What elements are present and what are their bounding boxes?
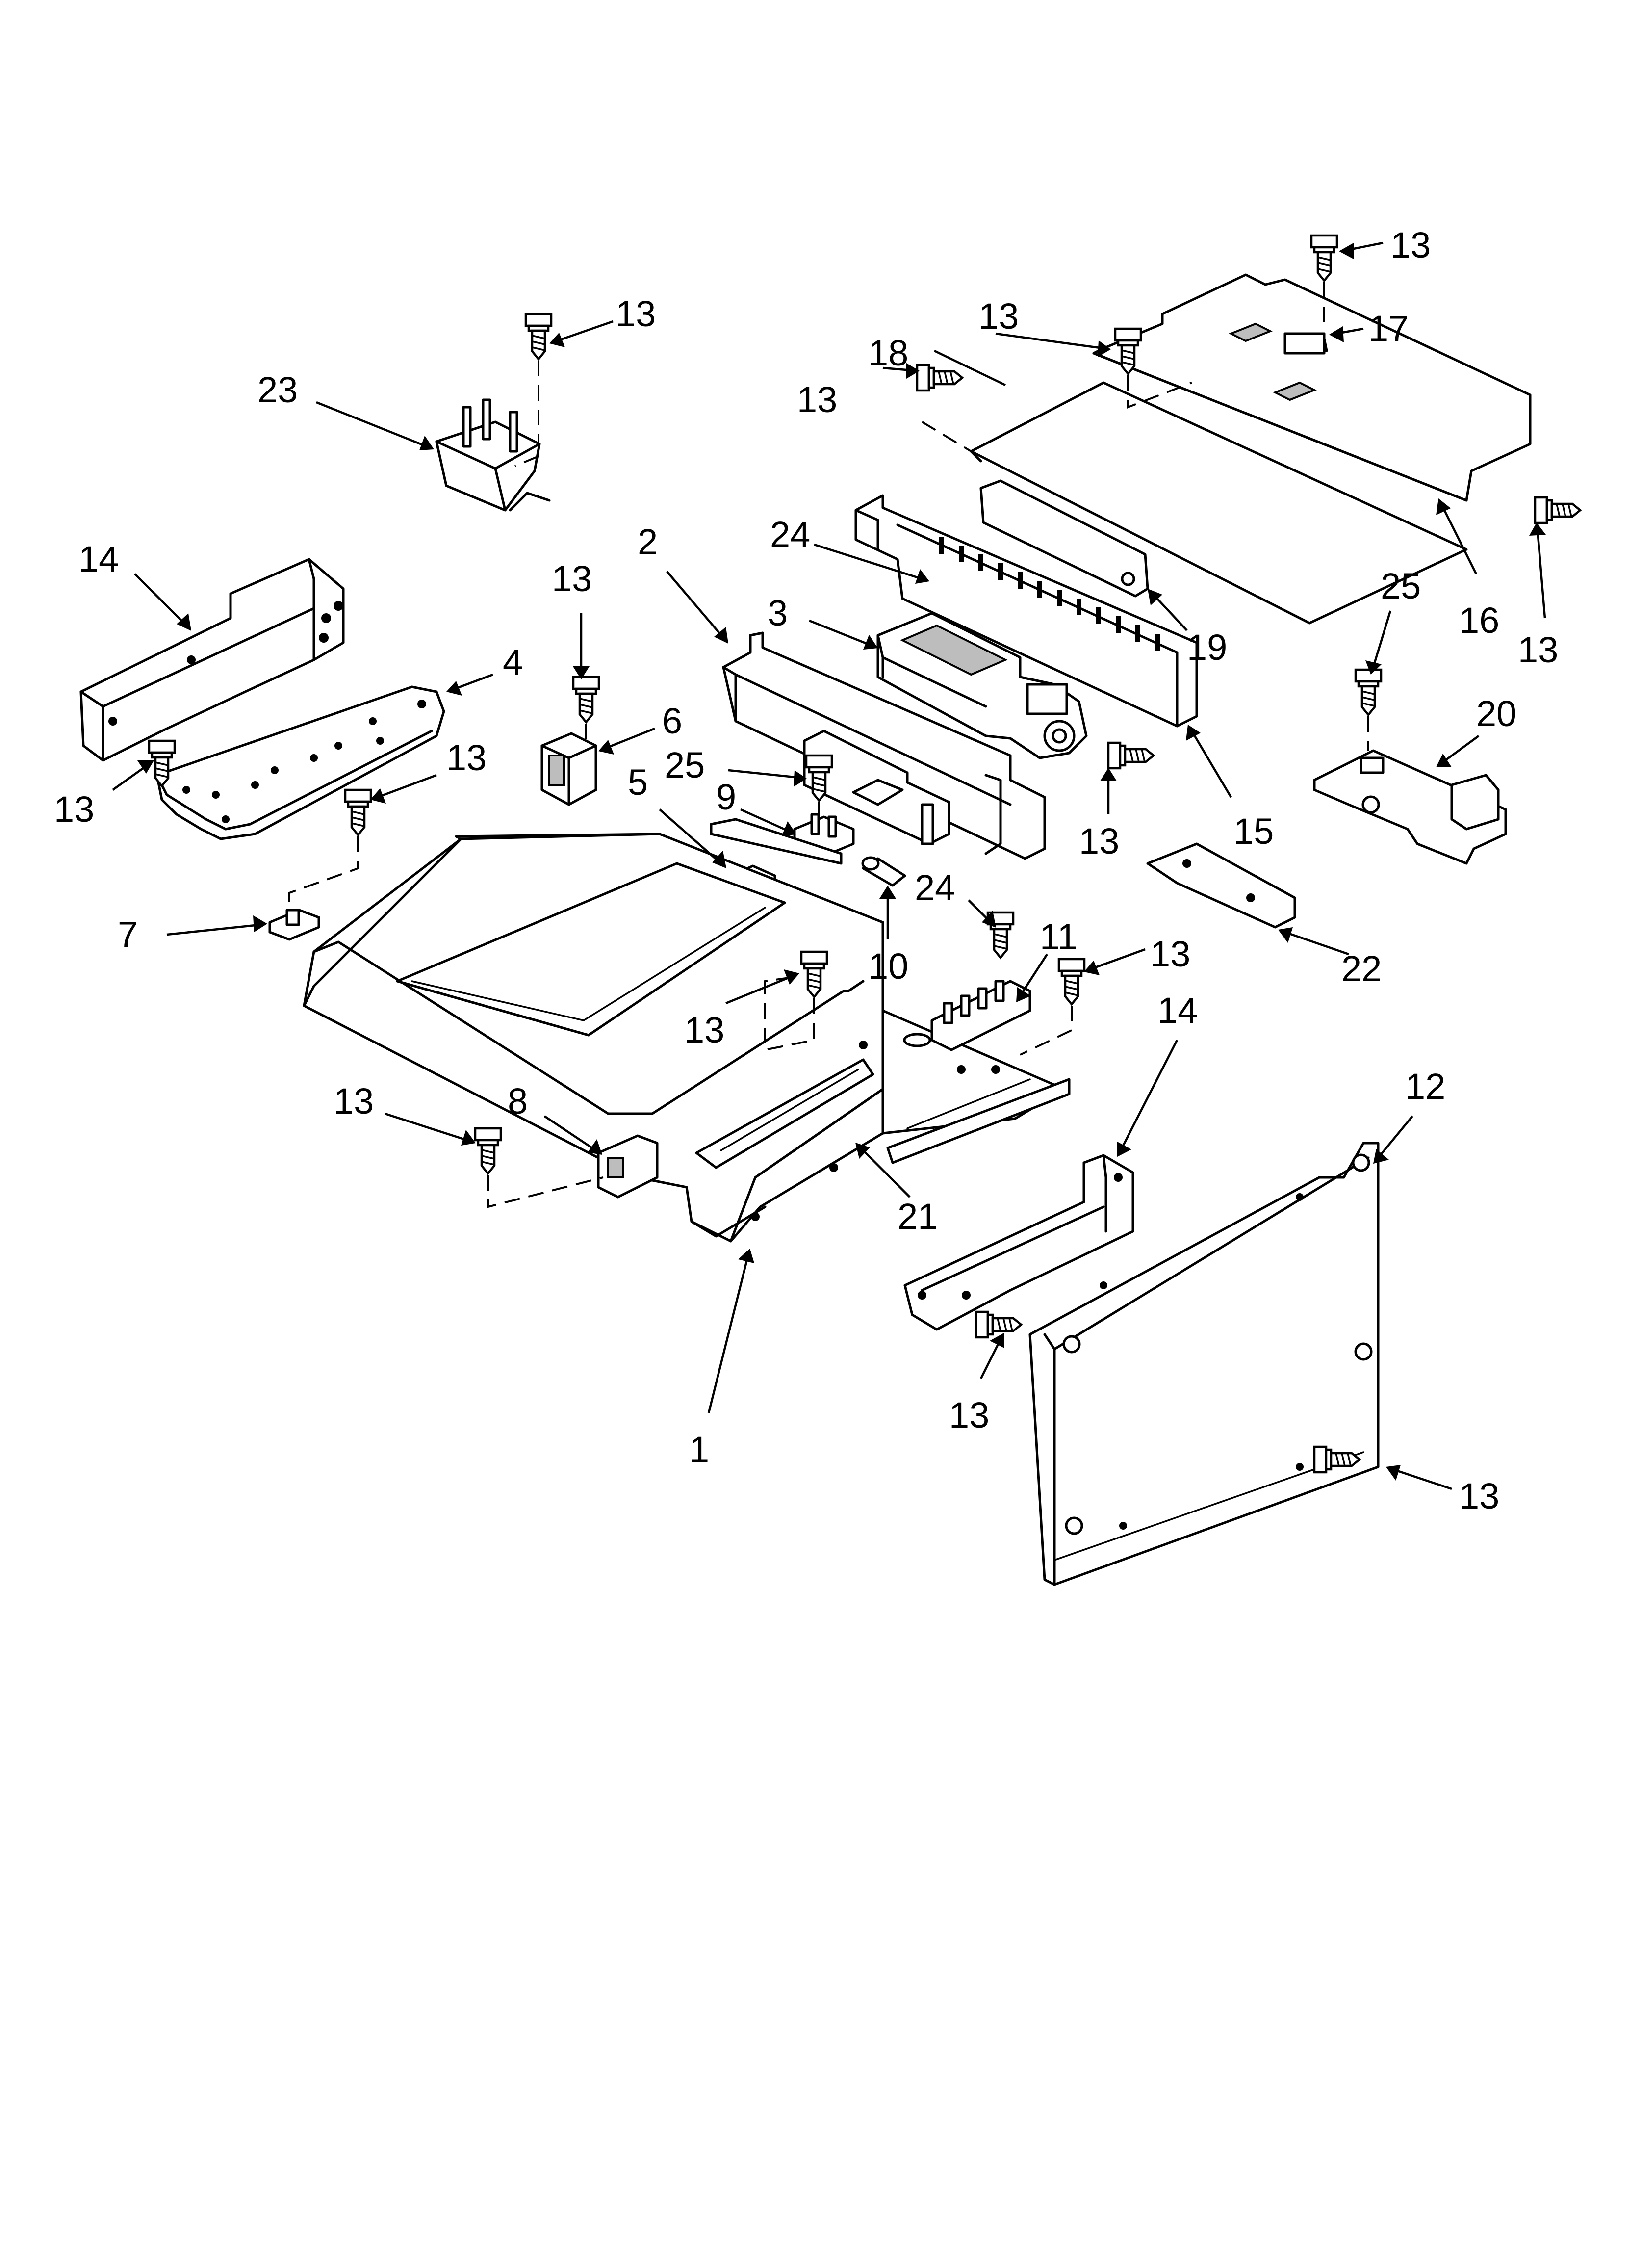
screw-13-rear-panel xyxy=(1535,497,1580,523)
callout-label: 10 xyxy=(868,946,908,987)
callout-label: 13 xyxy=(1079,821,1119,861)
part-18-top-panel xyxy=(970,381,1468,625)
part-14-right-bracket xyxy=(903,1154,1134,1337)
callout-label: 13 xyxy=(616,293,656,334)
callout-label: 22 xyxy=(1341,948,1382,989)
part-2-channel xyxy=(722,631,1046,860)
callout-label: 13 xyxy=(797,379,837,420)
callout-label: 23 xyxy=(257,369,298,410)
callout-label: 8 xyxy=(508,1081,528,1121)
callout-label: 13 xyxy=(1150,934,1190,974)
callout-label: 13 xyxy=(978,296,1019,337)
callout-label: 1 xyxy=(689,1429,709,1470)
callout-label: 24 xyxy=(915,867,955,908)
part-1-base-tray xyxy=(303,818,884,1243)
screw-13-floor xyxy=(1059,959,1084,1004)
callout-label: 19 xyxy=(1187,627,1227,668)
callout-label: 14 xyxy=(1157,990,1198,1031)
screw-13-center-path xyxy=(764,975,815,1051)
callout-label: 13 xyxy=(54,789,94,830)
part-21-floor-plate xyxy=(859,1009,1071,1164)
screw-13-floor-path xyxy=(1020,1006,1073,1056)
part-14-left-bracket xyxy=(79,558,345,762)
callout-label: 15 xyxy=(1233,811,1274,852)
callout-label: 7 xyxy=(118,914,138,955)
callout-label: 4 xyxy=(503,642,523,682)
callout-label: 25 xyxy=(1381,566,1421,606)
callout-label: 9 xyxy=(716,777,736,817)
callout-label: 13 xyxy=(684,1010,724,1050)
callout-label: 17 xyxy=(1368,308,1409,349)
callout-label: 13 xyxy=(552,558,592,599)
part-17-clip xyxy=(1283,235,1337,355)
part-21-bracket xyxy=(803,730,950,845)
callout-label: 13 xyxy=(1459,1476,1499,1516)
part-15-rail xyxy=(854,494,1198,768)
callout-label: 16 xyxy=(1459,600,1499,641)
callout-label: 14 xyxy=(78,539,119,579)
callout-label: 12 xyxy=(1405,1066,1445,1107)
callout-labels: 13 13 23 13 18 13 17 14 2 24 13 3 4 6 13… xyxy=(54,225,1558,1516)
callout-label: 2 xyxy=(638,521,658,562)
part-8-switch xyxy=(475,1128,659,1208)
callout-label: 5 xyxy=(628,762,648,803)
callout-label: 13 xyxy=(1390,225,1431,265)
leader-lines xyxy=(112,241,1546,1490)
part-7-clip xyxy=(268,790,371,941)
callout-label: 11 xyxy=(1040,916,1078,957)
callout-label: 20 xyxy=(1476,693,1516,734)
part-10-fuse xyxy=(861,856,906,887)
callout-label: 25 xyxy=(665,745,705,785)
callout-label: 13 xyxy=(334,1081,374,1121)
part-23-relay xyxy=(435,314,551,512)
part-3-control-assembly xyxy=(876,564,1088,759)
callout-label: 13 xyxy=(1518,629,1558,670)
callout-label: 13 xyxy=(949,1395,989,1435)
part-6-switch xyxy=(540,677,599,806)
part-11-terminal-block xyxy=(930,912,1031,1051)
part-22-bracket xyxy=(1146,842,1296,929)
part-21-side-rail xyxy=(695,1058,874,1169)
part-20-bracket xyxy=(1313,670,1507,865)
part-4-mounting-plate xyxy=(155,685,445,840)
part-16-rear-panel xyxy=(917,273,1532,502)
callout-label: 6 xyxy=(662,701,682,741)
callout-label: 3 xyxy=(768,593,788,633)
rail-slots xyxy=(939,537,1160,651)
callout-label: 18 xyxy=(868,333,908,373)
part-12-front-panel xyxy=(1028,1142,1380,1586)
callout-label: 21 xyxy=(898,1196,938,1237)
callout-label: 13 xyxy=(446,737,487,778)
callout-label: 24 xyxy=(770,514,810,555)
